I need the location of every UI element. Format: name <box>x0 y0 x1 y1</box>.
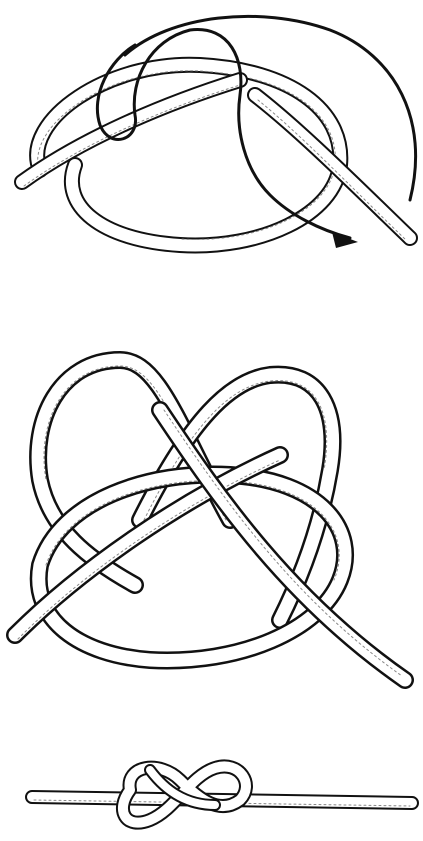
arrow-icon <box>332 232 358 248</box>
step-2-loose-knot <box>15 360 405 680</box>
step-3-tight-knot <box>32 766 412 822</box>
step-1-loop-with-path <box>22 16 416 248</box>
